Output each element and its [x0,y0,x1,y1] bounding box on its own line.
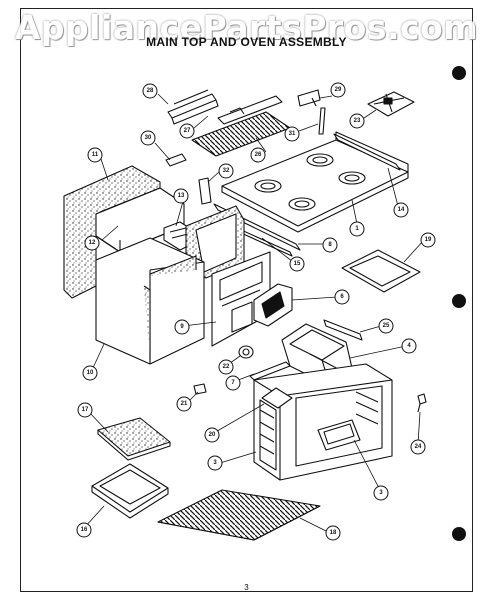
callout-17: 17 [82,407,89,413]
part-10-oven-liner [95,237,205,365]
part-26-vent [191,111,291,157]
callout-14: 14 [398,207,405,213]
diagram-title: MAIN TOP AND OVEN ASSEMBLY [146,35,347,49]
callout-32: 32 [223,168,230,174]
callout-10: 10 [87,370,94,376]
callout-24: 24 [415,444,422,450]
callout-11: 11 [92,152,99,158]
callout-6: 6 [340,294,344,300]
callout-13: 13 [178,193,185,199]
page-number: 3 [244,583,249,592]
part-19-drip-pan [341,249,421,293]
callout-12: 12 [89,240,96,246]
callout-22: 22 [223,364,230,370]
callout-16: 16 [81,527,88,533]
callout-26: 26 [255,152,262,158]
callout-27: 27 [184,128,191,134]
part-24-screw [417,393,427,413]
part-27-trim [217,95,283,125]
part-23-burner-grate [367,91,415,117]
binder-hole-bottom [452,527,466,541]
part-22-knob [238,345,254,359]
part-30-clip [165,153,187,167]
part-14-trim-strip [333,133,401,171]
callout-9: 9 [180,324,184,330]
part-21-clip [193,383,207,395]
part-25-strip [323,319,363,341]
callout-29: 29 [335,87,342,93]
part-6-cover [253,283,293,327]
part-1-main-top [221,131,409,233]
binder-hole-middle [452,294,466,308]
part-17-broiler-insert [97,417,171,461]
callout-21: 21 [181,401,188,407]
callout-7: 7 [231,380,235,386]
part-29-bracket [297,89,321,107]
callout-3-upper: 3 [213,460,217,466]
part-7-plate [249,361,291,381]
callout-20: 20 [209,432,216,438]
callout-4: 4 [407,343,411,349]
part-28-bracket [167,89,219,125]
page-border [20,8,473,592]
callout-1: 1 [355,226,359,232]
callout-23: 23 [354,118,361,124]
callout-30: 30 [145,135,152,141]
callout-19: 19 [425,237,432,243]
part-18-oven-rack [157,489,321,541]
part-16-broiler-pan [91,463,169,519]
part-3-oven-frame [253,363,393,481]
part-32-bracket [198,177,212,205]
watermark: AppliancePartsPros.com [14,8,479,47]
callout-15: 15 [294,261,301,267]
part-31-rod [318,107,326,135]
callout-25: 25 [383,323,390,329]
callout-3-lower: 3 [379,490,383,496]
callout-8: 8 [328,242,332,248]
callout-31: 31 [289,131,296,137]
callout-18: 18 [330,530,337,536]
binder-hole-top [452,66,466,80]
callout-28: 28 [147,88,154,94]
